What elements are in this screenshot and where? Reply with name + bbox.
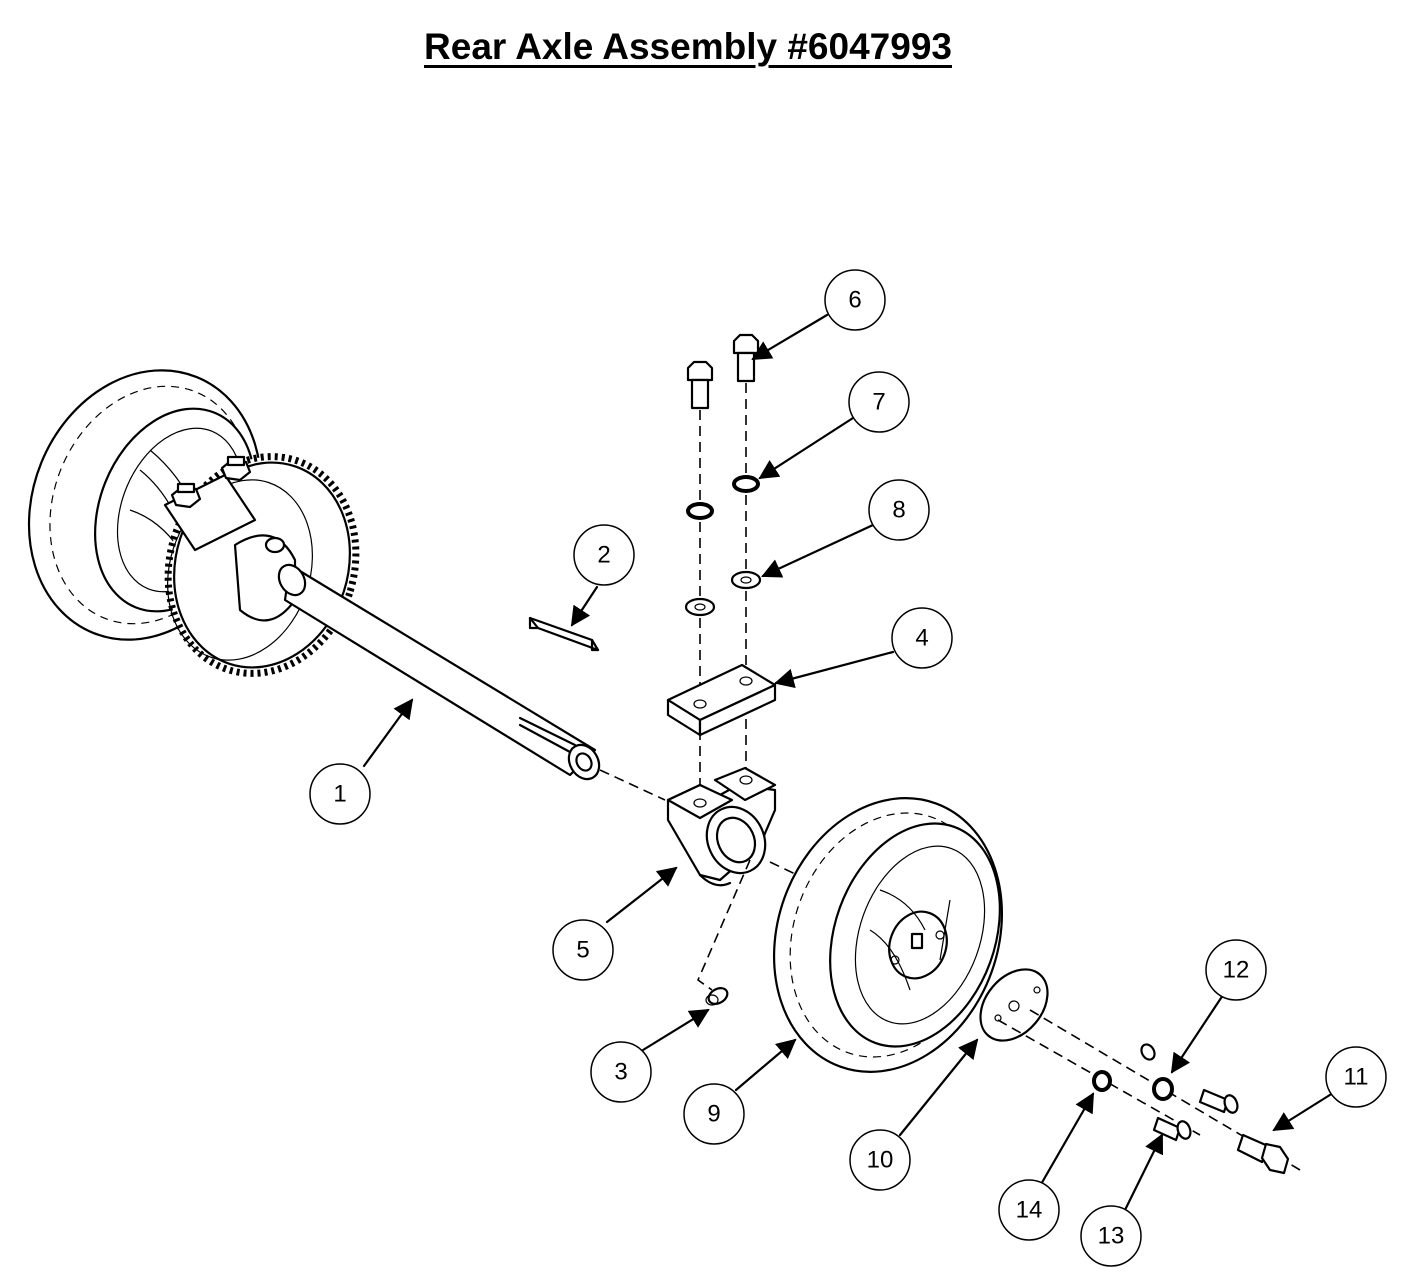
svg-text:12: 12 bbox=[1223, 957, 1250, 984]
svg-text:14: 14 bbox=[1016, 1197, 1043, 1224]
callout-12: 12 bbox=[1205, 939, 1267, 1001]
bearing-cap-plate bbox=[666, 663, 777, 737]
fasteners bbox=[1092, 1043, 1290, 1175]
callout-9: 9 bbox=[683, 1083, 745, 1145]
callout-11: 11 bbox=[1325, 1046, 1387, 1108]
callout-5: 5 bbox=[552, 919, 614, 981]
svg-text:11: 11 bbox=[1344, 1064, 1369, 1091]
svg-text:2: 2 bbox=[597, 542, 610, 569]
callout-13: 13 bbox=[1080, 1205, 1142, 1267]
gear-nuts bbox=[170, 455, 252, 509]
washers bbox=[684, 475, 762, 617]
svg-text:10: 10 bbox=[867, 1147, 894, 1174]
drive-gear bbox=[163, 453, 360, 677]
right-wheel bbox=[772, 797, 1004, 1073]
callout-10: 10 bbox=[849, 1129, 911, 1191]
callout-7: 7 bbox=[848, 371, 910, 433]
axle-shaft bbox=[277, 563, 601, 781]
page-title: Rear Axle Assembly #6047993 bbox=[424, 26, 952, 67]
svg-text:8: 8 bbox=[892, 497, 905, 524]
svg-text:7: 7 bbox=[872, 389, 885, 416]
bolts bbox=[686, 333, 760, 410]
callout-6: 6 bbox=[824, 269, 886, 331]
callout-4: 4 bbox=[891, 607, 953, 669]
callout-14: 14 bbox=[998, 1179, 1060, 1241]
key bbox=[528, 616, 600, 652]
svg-text:5: 5 bbox=[576, 937, 589, 964]
svg-text:4: 4 bbox=[915, 625, 928, 652]
svg-text:6: 6 bbox=[848, 287, 861, 314]
svg-text:1: 1 bbox=[333, 781, 346, 808]
callout-8: 8 bbox=[868, 479, 930, 541]
leader-arrows bbox=[362, 313, 1335, 1212]
hub-cover-plate bbox=[979, 968, 1049, 1042]
svg-text:3: 3 bbox=[614, 1059, 627, 1086]
svg-text:13: 13 bbox=[1098, 1223, 1125, 1250]
callout-3: 3 bbox=[590, 1041, 652, 1103]
callout-1: 1 bbox=[309, 763, 371, 825]
pillow-block-bearing bbox=[666, 766, 777, 887]
callout-2: 2 bbox=[573, 524, 635, 586]
set-screw bbox=[697, 859, 751, 1006]
svg-text:9: 9 bbox=[707, 1101, 720, 1128]
